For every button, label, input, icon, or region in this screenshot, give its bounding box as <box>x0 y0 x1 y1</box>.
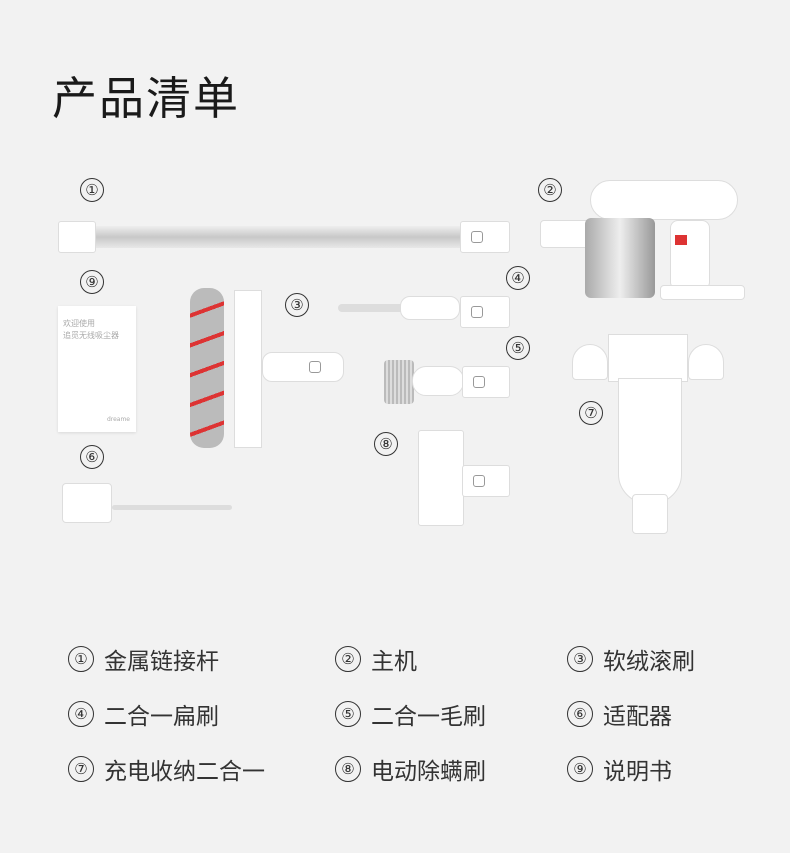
marker-9: ⑨ <box>80 270 104 294</box>
marker-2: ② <box>538 178 562 202</box>
marker-6: ⑥ <box>80 445 104 469</box>
marker-1: ① <box>80 178 104 202</box>
tube-end-image <box>58 221 96 253</box>
mite-brush-image <box>418 430 464 526</box>
manual-line-1: 欢迎使用 <box>63 319 95 328</box>
marker-5: ⑤ <box>506 336 530 360</box>
crevice-tool-image <box>338 304 460 312</box>
page-title: 产品清单 <box>52 72 241 125</box>
manual-line-2: 追觅无线吸尘器 <box>63 331 119 340</box>
power-adapter-image <box>62 483 112 523</box>
marker-4: ④ <box>506 266 530 290</box>
adapter-cable-image <box>112 505 232 510</box>
marker-8: ⑧ <box>374 432 398 456</box>
user-manual-image: 欢迎使用 追觅无线吸尘器 dreame <box>58 306 136 432</box>
soft-roller-brush-image <box>190 288 224 448</box>
charging-dock-image <box>572 334 724 534</box>
mite-brush-connector <box>462 465 510 497</box>
marker-3: ③ <box>285 293 309 317</box>
main-unit-image <box>540 180 750 305</box>
crevice-tool-connector <box>460 296 510 328</box>
manual-brand: dreame <box>106 416 130 423</box>
metal-extension-tube-image <box>95 226 465 248</box>
dusting-brush-image <box>384 360 414 404</box>
dusting-brush-body <box>412 366 464 396</box>
dusting-brush-connector <box>462 366 510 398</box>
marker-7: ⑦ <box>579 401 603 425</box>
tube-connector-image <box>460 221 510 253</box>
roller-connector-image <box>262 352 344 382</box>
crevice-tool-body <box>400 296 460 320</box>
roller-frame-image <box>234 290 262 448</box>
